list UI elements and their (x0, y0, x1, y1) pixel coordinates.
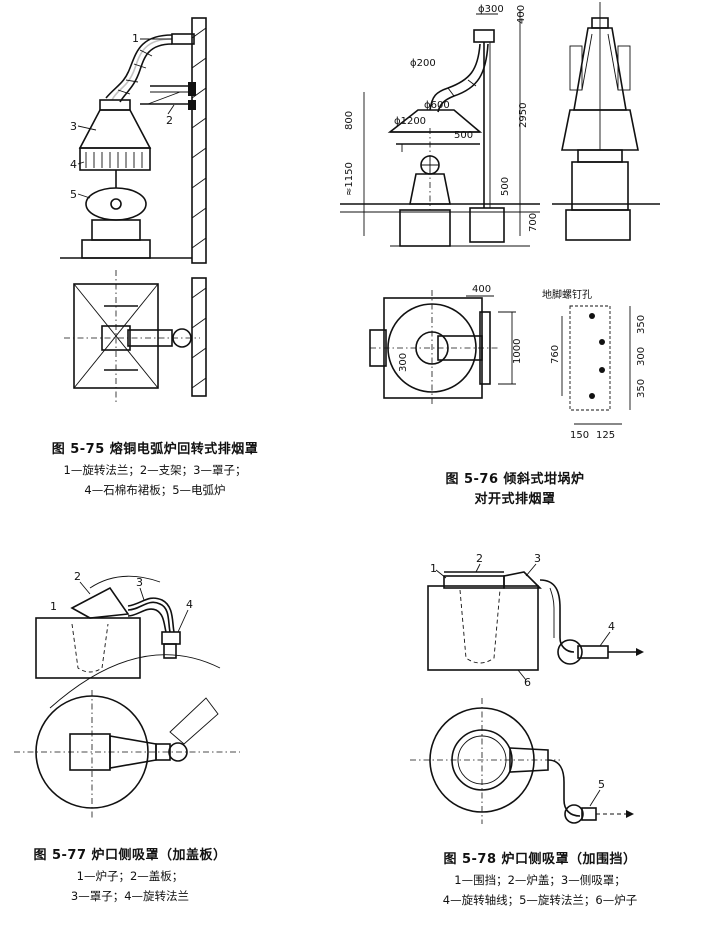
fig76-drawing: ϕ300 ϕ200 ϕ600 ϕ1200 500 400 2950 500 70… (340, 2, 660, 441)
fig75-callout-1: 1 (132, 32, 139, 45)
fig76-dim-b150: 150 (570, 430, 589, 441)
fig76-dim-v500b: 500 (500, 177, 511, 196)
fig78-elevation (427, 571, 644, 671)
fig78-caption-legend-1: 1—围挡；2—炉盖；3—侧吸罩； (454, 873, 626, 887)
fig76-dim-b125: 125 (596, 430, 615, 441)
fig77-drawing: 1 2 3 4 (14, 570, 240, 818)
fig78-callout-1: 1 (430, 562, 437, 575)
fig76-dim-b760: 760 (550, 345, 561, 364)
fig76-dim-b300: 300 (636, 347, 647, 366)
fig78-caption-legend-2: 4—旋转轴线；5—旋转法兰；6—炉子 (442, 893, 638, 907)
fig78-caption-title: 图 5-78 炉口侧吸罩（加围挡） (443, 852, 637, 867)
fig76-caption-title: 图 5-76 倾斜式坩埚炉 (445, 472, 585, 487)
fig75-callouts: 1 2 3 4 5 (70, 32, 175, 201)
fig77-caption-legend-1: 1—炉子；2—盖板； (76, 869, 184, 883)
fig76-bolt-hole (589, 393, 595, 399)
fig77-caption-title: 图 5-77 炉口侧吸罩（加盖板） (33, 848, 227, 863)
fig76-bolt-hole (599, 339, 605, 345)
fig76-dim-v500a: 500 (454, 130, 473, 141)
fig78-callout-3: 3 (534, 552, 541, 565)
fig75-callout-2: 2 (166, 114, 173, 127)
fig76-dim-b350b: 350 (636, 379, 647, 398)
fig75-wall (191, 17, 207, 264)
figure-5-76: ϕ300 ϕ200 ϕ600 ϕ1200 500 400 2950 500 70… (330, 0, 714, 450)
fig78-callouts: 1 2 3 4 5 6 (430, 552, 615, 807)
fig75-callout-5: 5 (70, 188, 77, 201)
fig75-hood (78, 99, 152, 171)
fig77-callout-2: 2 (74, 570, 81, 583)
fig77-caption-legend-2: 3—罩子；4—旋转法兰 (70, 889, 190, 903)
fig77-caption: 图 5-77 炉口侧吸罩（加盖板） 1—炉子；2—盖板； 3—罩子；4—旋转法兰 (0, 846, 260, 906)
fig76-dim-d600: ϕ600 (424, 100, 450, 111)
fig76-anchor-bolts: 地脚螺钉孔 350 300 350 760 150 125 (542, 288, 647, 441)
fig76-dim-v700: 700 (528, 213, 539, 232)
fig75-arc-furnace (60, 170, 192, 259)
fig76-dim-d300: ϕ300 (478, 4, 504, 15)
fig77-plan (14, 654, 240, 818)
fig76-dim-d1200: ϕ1200 (394, 116, 426, 127)
fig77-callouts: 1 2 3 4 (50, 570, 193, 633)
fig78-caption: 图 5-78 炉口侧吸罩（加围挡） 1—围挡；2—炉盖；3—侧吸罩； 4—旋转轴… (390, 850, 690, 910)
fig78-callout-6: 6 (524, 676, 531, 689)
fig76-bolt-hole (599, 367, 605, 373)
fig76-bolt-title: 地脚螺钉孔 (542, 288, 592, 301)
fig76-caption-title-2: 对开式排烟罩 (474, 492, 556, 507)
fig77-callout-1: 1 (50, 600, 57, 613)
fig76-dim-plan1000: 1000 (512, 339, 523, 364)
fig75-supports (140, 82, 196, 110)
fig75-drawing: 1 2 3 4 5 (60, 17, 207, 404)
fig78-drawing: 1 2 3 4 5 6 (410, 552, 644, 824)
fig76-dim-plan400: 400 (472, 284, 491, 295)
fig77-callout-3: 3 (136, 576, 143, 589)
fig76-dim-v800: 800 (344, 111, 355, 130)
fig76-dim-v1150: ≈1150 (344, 162, 355, 196)
fig78-plan (410, 698, 634, 824)
fig75-callout-3: 3 (70, 120, 77, 133)
fig75-caption-legend-1: 1—旋转法兰；2—支架；3—罩子； (63, 463, 247, 477)
fig75-caption-legend-2: 4—石棉布裙板；5—电弧炉 (84, 483, 226, 497)
fig76-dim-v400: 400 (516, 5, 527, 24)
fig78-callout-5: 5 (598, 778, 605, 791)
fig76-side-view (552, 2, 660, 241)
figure-5-77: 1 2 3 4 (10, 548, 270, 848)
fig77-callout-4: 4 (186, 598, 193, 611)
fig75-caption: 图 5-75 熔铜电弧炉回转式排烟罩 1—旋转法兰；2—支架；3—罩子； 4—石… (10, 440, 300, 500)
fig76-caption: 图 5-76 倾斜式坩埚炉 对开式排烟罩 (380, 470, 650, 510)
fig75-caption-title: 图 5-75 熔铜电弧炉回转式排烟罩 (51, 442, 259, 457)
fig75-callout-4: 4 (70, 158, 77, 171)
fig75-plan-view (64, 270, 207, 404)
fig77-elevation (35, 575, 181, 679)
fig76-elevation (340, 29, 540, 247)
fig76-plan-view (369, 290, 516, 406)
figure-5-75: 1 2 3 4 5 (40, 8, 280, 428)
fig76-dim-b350a: 350 (636, 315, 647, 334)
fig76-dim-v2950: 2950 (518, 103, 529, 128)
fig76-bolt-hole (589, 313, 595, 319)
fig76-dim-d200: ϕ200 (410, 58, 436, 69)
figure-5-78: 1 2 3 4 5 6 (400, 548, 700, 848)
fig78-callout-4: 4 (608, 620, 615, 633)
fig76-plan-dims: 400 1000 300 (398, 284, 523, 372)
fig78-callout-2: 2 (476, 552, 483, 565)
fig76-dim-plan300: 300 (398, 353, 409, 372)
fig76-elevation-dims: ϕ300 ϕ200 ϕ600 ϕ1200 500 400 2950 500 70… (344, 4, 539, 236)
